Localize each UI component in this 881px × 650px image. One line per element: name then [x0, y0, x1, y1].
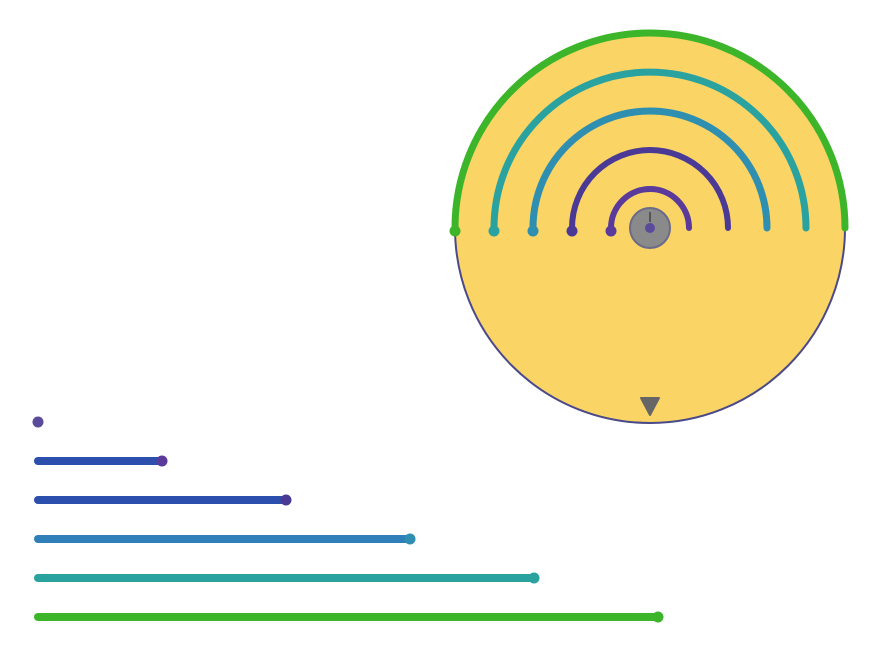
- arc-start-dot-1: [605, 225, 617, 237]
- signal-disk: [449, 29, 849, 424]
- signal-bar-end-dot-3: [404, 533, 416, 545]
- signal-arc-1: [608, 186, 692, 231]
- signal-bars: [32, 416, 664, 623]
- arc-start-dot-5: [449, 225, 461, 237]
- signal-bar-end-dot-5: [652, 611, 664, 623]
- signal-arc-2: [569, 147, 731, 231]
- signal-bar-end-dot-2: [280, 494, 292, 506]
- arc-start-dot-4: [488, 225, 500, 237]
- pointer-triangle-icon: [640, 397, 660, 416]
- signal-arc-5: [451, 29, 849, 232]
- signal-arc-3: [529, 107, 771, 232]
- hub-center-dot: [645, 223, 655, 233]
- signal-bar-end-dot-1: [156, 455, 168, 467]
- arc-start-dot-2: [566, 225, 578, 237]
- signal-bar-end-dot-4: [528, 572, 540, 584]
- arc-start-dot-3: [527, 225, 539, 237]
- signal-arc-4: [490, 68, 810, 232]
- signal-bar-end-dot-0: [32, 416, 44, 428]
